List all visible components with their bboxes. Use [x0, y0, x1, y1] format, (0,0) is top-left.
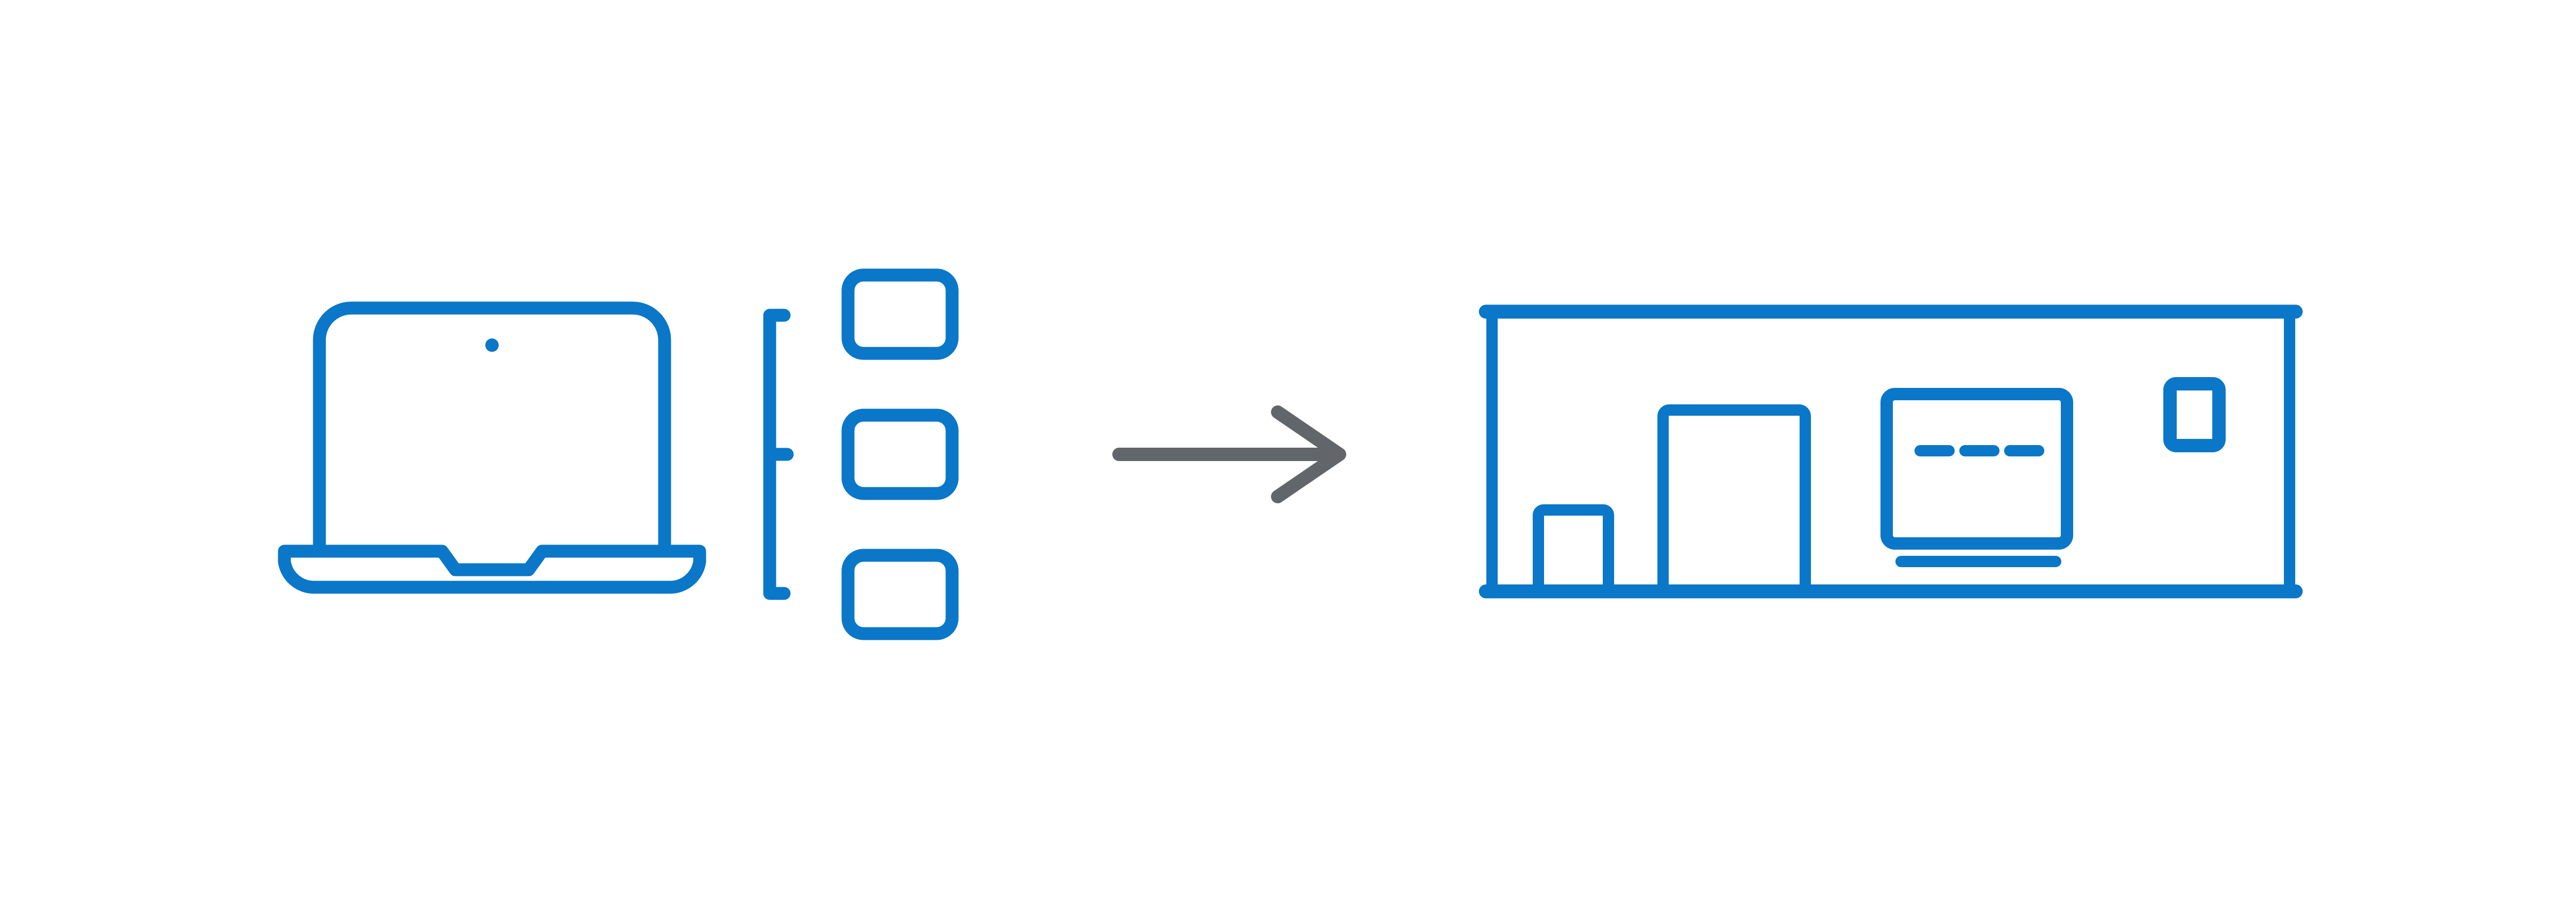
- tree-node-box-2[interactable]: [841, 409, 959, 500]
- laptop-base-tray: [278, 544, 706, 594]
- shelf-short-rect: [1533, 504, 1614, 592]
- transform-arrow-group[interactable]: [1112, 405, 1346, 503]
- laptop-screen-bezel: [313, 301, 671, 553]
- laptop-group[interactable]: [278, 301, 706, 594]
- transform-arrow-head-icon: [1271, 405, 1346, 503]
- laptop-camera-dot: [485, 338, 499, 352]
- shelf-tall-rect: [1657, 404, 1811, 592]
- tree-node-box-3[interactable]: [841, 549, 959, 640]
- display-panel-rect[interactable]: [1880, 388, 2073, 550]
- storefront-building-group[interactable]: [1479, 304, 2303, 599]
- hierarchy-tree-group[interactable]: [763, 268, 959, 640]
- small-square-icon[interactable]: [2163, 377, 2226, 452]
- tree-node-box-1[interactable]: [841, 268, 959, 360]
